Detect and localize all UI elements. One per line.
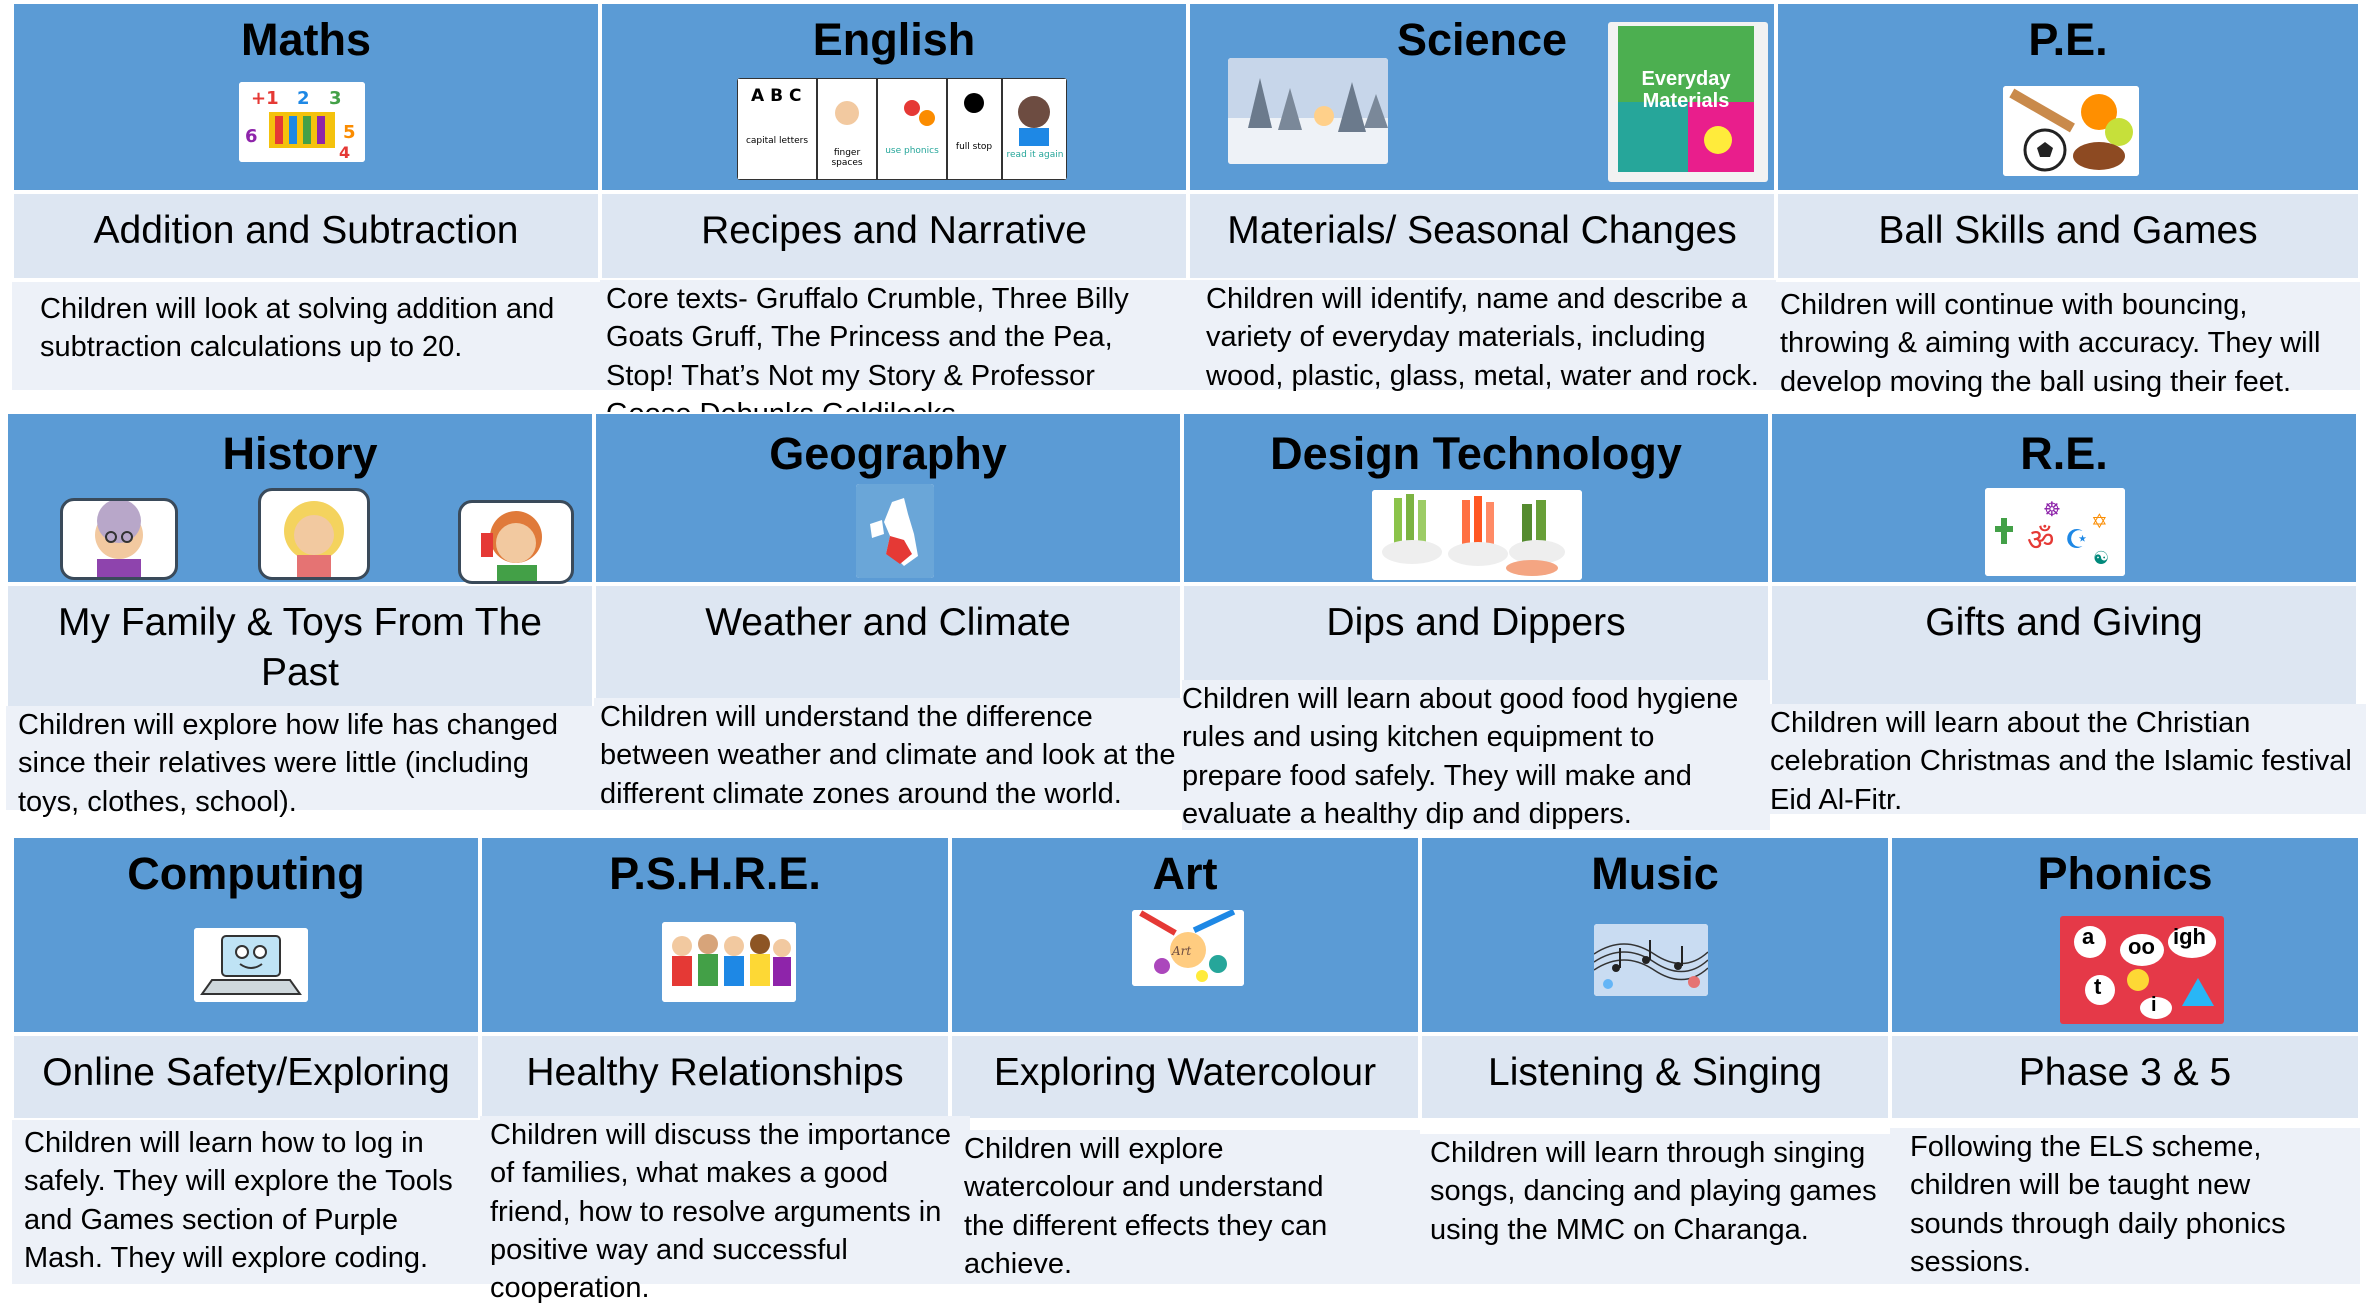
subject-title: P.E. <box>2028 14 2108 65</box>
phonics-igh: igh <box>2173 924 2206 949</box>
science-description: Children will identify, name and describ… <box>1188 280 1776 392</box>
computing-topic: Online Safety/Exploring <box>12 1034 480 1120</box>
computing-description: Children will learn how to log in safely… <box>12 1120 480 1284</box>
svg-text:☯: ☯ <box>2093 548 2109 569</box>
svg-text:+1: +1 <box>251 88 279 109</box>
religious-symbols-image: ॐ ☪ ✡ ☸ ☯ <box>1985 488 2125 576</box>
svg-text:4: 4 <box>339 143 350 162</box>
abc-label: A B C <box>751 86 802 106</box>
read-it-again-label: read it again <box>1006 150 1064 160</box>
english-image-text: A B C capital letters finger spaces use … <box>737 78 1067 180</box>
grandmother-image <box>60 498 178 580</box>
science-header: Science Everyday Materials <box>1188 2 1776 192</box>
svg-text:☸: ☸ <box>2043 497 2061 521</box>
music-description: Children will learn through singing song… <box>1420 1134 1890 1284</box>
english-description: Core texts- Gruffalo Crumble, Three Bill… <box>600 280 1188 430</box>
pe-description: Children will continue with bouncing, th… <box>1776 282 2360 398</box>
subject-title: Design Technology <box>1270 428 1682 479</box>
svg-text:5: 5 <box>343 122 356 143</box>
everyday-materials-book-image: Everyday Materials <box>1608 22 1768 182</box>
finger-spaces-label: finger spaces <box>831 148 863 168</box>
subject-title: Music <box>1591 848 1719 899</box>
subject-title: Phonics <box>2037 848 2213 899</box>
subject-title: History <box>222 428 378 479</box>
maths-description: Children will look at solving addition a… <box>12 282 600 390</box>
blonde-girl-image <box>258 488 370 580</box>
uk-map-image <box>856 484 934 578</box>
subject-title: English <box>812 14 976 65</box>
full-stop-label: full stop <box>955 142 993 152</box>
phonics-topic: Phase 3 & 5 <box>1890 1034 2360 1120</box>
svg-text:3: 3 <box>329 88 342 109</box>
history-header: History <box>6 412 594 584</box>
maths-numbers-image: +1 2 3 6 5 4 <box>239 82 365 162</box>
pe-header: P.E. <box>1776 2 2360 192</box>
subject-title: Computing <box>127 848 365 899</box>
phonics-t: t <box>2094 974 2102 999</box>
maths-header: Maths +1 2 3 6 5 4 <box>12 2 600 192</box>
history-topic: My Family & Toys From The Past <box>6 584 594 710</box>
subject-title: Maths <box>240 14 371 65</box>
use-phonics-label: use phonics <box>885 146 939 156</box>
design-technology-description: Children will learn about good food hygi… <box>1182 680 1770 830</box>
snowy-forest-image <box>1228 58 1388 164</box>
art-supplies-image: Art <box>1132 910 1244 986</box>
subject-title: R.E. <box>2020 428 2108 479</box>
pshre-description: Children will discuss the importance of … <box>480 1116 970 1304</box>
subject-title: P.S.H.R.E. <box>609 848 821 899</box>
svg-text:Art: Art <box>1171 944 1191 958</box>
phonics-a: a <box>2082 924 2095 949</box>
subject-title: Science <box>1396 14 1568 65</box>
pshre-header: P.S.H.R.E. <box>480 836 950 1034</box>
music-header: Music <box>1420 836 1890 1034</box>
computing-header: Computing <box>12 836 480 1034</box>
geography-topic: Weather and Climate <box>594 584 1182 710</box>
subject-title: Geography <box>769 428 1007 479</box>
sports-balls-image <box>2003 86 2139 176</box>
writing-checklist-image: A B C capital letters finger spaces use … <box>737 78 1067 180</box>
science-topic: Materials/ Seasonal Changes <box>1188 192 1776 280</box>
art-topic: Exploring Watercolour <box>950 1034 1420 1120</box>
svg-text:ॐ: ॐ <box>2027 523 2054 558</box>
music-notes-image <box>1594 924 1708 996</box>
phonics-sounds-image: a oo igh t i <box>2060 916 2224 1024</box>
re-topic: Gifts and Giving <box>1770 584 2358 708</box>
phonics-description: Following the ELS scheme, children will … <box>1890 1128 2360 1284</box>
capital-letters-label: capital letters <box>745 136 809 146</box>
phonics-i: i <box>2151 994 2157 1016</box>
geography-header: Geography <box>594 412 1182 584</box>
re-description: Children will learn about the Christian … <box>1770 704 2366 816</box>
children-group-image <box>662 922 796 1002</box>
art-header: Art Art <box>950 836 1420 1034</box>
geography-description: Children will understand the difference … <box>594 698 1194 810</box>
english-header: English A B C capital letters finger spa… <box>600 2 1188 192</box>
laptop-character-image <box>194 928 308 1002</box>
history-description: Children will explore how life has chang… <box>6 706 594 818</box>
dips-and-dippers-image <box>1372 490 1582 580</box>
music-topic: Listening & Singing <box>1420 1034 1890 1120</box>
book-title: Everyday Materials <box>1641 68 1731 112</box>
subject-title: Art <box>1152 848 1218 899</box>
child-on-phone-image <box>458 500 574 584</box>
svg-text:☪: ☪ <box>2065 525 2088 555</box>
svg-text:✡: ✡ <box>2091 509 2108 533</box>
pshre-topic: Healthy Relationships <box>480 1034 950 1120</box>
art-description: Children will explore watercolour and un… <box>950 1130 1420 1284</box>
design-technology-header: Design Technology <box>1182 412 1770 584</box>
maths-topic: Addition and Subtraction <box>12 192 600 280</box>
phonics-header: Phonics a oo igh t i <box>1890 836 2360 1034</box>
re-header: R.E. ॐ ☪ ✡ ☸ ☯ <box>1770 412 2358 584</box>
svg-text:2: 2 <box>297 88 310 109</box>
svg-text:6: 6 <box>245 126 258 147</box>
english-topic: Recipes and Narrative <box>600 192 1188 280</box>
phonics-oo: oo <box>2128 934 2155 959</box>
design-technology-topic: Dips and Dippers <box>1182 584 1770 686</box>
pe-topic: Ball Skills and Games <box>1776 192 2360 280</box>
